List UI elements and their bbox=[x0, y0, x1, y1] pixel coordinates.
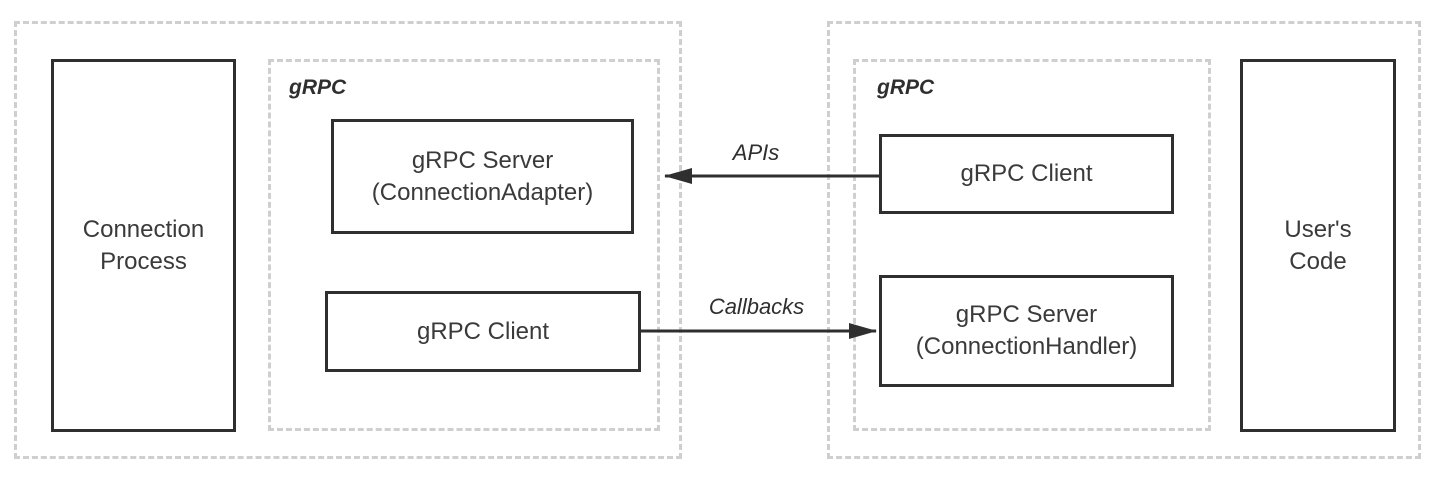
node-left-grpc-client-label: gRPC Client bbox=[416, 317, 550, 345]
edge-label-apis: APIs bbox=[732, 140, 780, 165]
group-right-grpc-label: gRPC bbox=[877, 76, 935, 99]
node-left-grpc-server-label: gRPC Server (ConnectionAdapter) bbox=[371, 146, 594, 206]
edge-label-callbacks: Callbacks bbox=[708, 294, 805, 319]
group-left-grpc bbox=[268, 59, 660, 431]
group-left-grpc-label: gRPC bbox=[289, 76, 347, 99]
group-connection-process-outer bbox=[14, 21, 682, 459]
group-users-code-outer bbox=[827, 21, 1421, 459]
node-users-code[interactable]: User's Code bbox=[1240, 59, 1396, 432]
node-right-grpc-client-label: gRPC Client bbox=[960, 160, 1093, 188]
group-right-grpc bbox=[853, 59, 1211, 431]
node-connection-process-label: Connection Process bbox=[82, 215, 205, 275]
node-right-grpc-client[interactable]: gRPC Client bbox=[879, 134, 1174, 214]
node-right-grpc-server-label: gRPC Server (ConnectionHandler) bbox=[915, 301, 1138, 360]
node-left-grpc-client[interactable]: gRPC Client bbox=[325, 291, 641, 372]
node-right-grpc-server[interactable]: gRPC Server (ConnectionHandler) bbox=[879, 275, 1174, 387]
node-left-grpc-server[interactable]: gRPC Server (ConnectionAdapter) bbox=[331, 119, 634, 234]
node-connection-process[interactable]: Connection Process bbox=[51, 59, 236, 432]
node-users-code-label: User's Code bbox=[1284, 215, 1352, 275]
